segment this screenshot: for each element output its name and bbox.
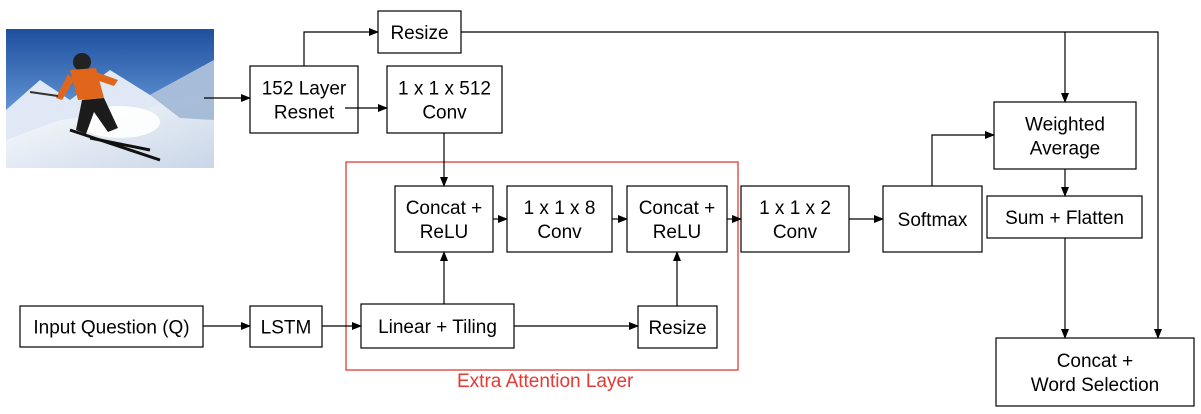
node-label-line: 1 x 1 x 8 (524, 198, 596, 219)
node-label-line: Conv (537, 222, 582, 243)
node-input-question: Input Question (Q) (19, 305, 204, 348)
edge-resnet-to-resize (303, 28, 379, 66)
node-label-line: LSTM (261, 318, 312, 339)
svg-text:Concat +Word Selection: Concat + Word Selection (1031, 351, 1160, 396)
node-label-line: Concat + (639, 198, 716, 219)
extra-attention-region (345, 161, 739, 371)
edge-softmax-to-weighted (931, 131, 995, 186)
node-label-line: Concat + (406, 198, 483, 219)
node-label-line: Sum + Flatten (1005, 208, 1124, 229)
edge-resize-to-concat-word (1065, 31, 1162, 339)
node-concat-relu-2: Concat + ReLU (626, 185, 728, 253)
node-conv2: 1 x 1 x 2 Conv (740, 185, 850, 253)
node-label-line: Average (1030, 139, 1100, 160)
svg-text:LSTM: LSTM (261, 318, 312, 339)
node-lstm: LSTM (249, 305, 323, 348)
node-label-line: 1 x 1 x 512 (398, 79, 491, 100)
svg-text:Softmax: Softmax (898, 210, 968, 231)
node-label-line: 152 Layer (262, 79, 347, 100)
svg-text:Resize: Resize (390, 23, 448, 44)
node-label-line: 1 x 1 x 2 (759, 198, 831, 219)
node-label-line: Resize (390, 23, 448, 44)
node-label-line: ReLU (653, 222, 702, 243)
node-label-line: Concat + (1057, 351, 1134, 372)
node-concat-relu-1: Concat + ReLU (394, 185, 494, 253)
node-label-line: Softmax (898, 210, 968, 231)
node-resize-top: Resize (377, 10, 462, 54)
node-concat-word-selection: Concat + Word Selection (995, 337, 1195, 407)
node-resize-bottom: Resize (637, 305, 718, 349)
node-label-line: Input Question (Q) (33, 318, 189, 339)
node-linear-tiling: Linear + Tiling (360, 303, 515, 349)
node-label-line: Linear + Tiling (378, 317, 497, 338)
node-softmax: Softmax (882, 185, 983, 253)
svg-text:Sum + Flatten: Sum + Flatten (1005, 208, 1124, 229)
node-conv8: 1 x 1 x 8 Conv (506, 185, 613, 253)
node-label-line: Word Selection (1031, 375, 1160, 396)
svg-text:Linear + Tiling: Linear + Tiling (378, 317, 497, 338)
skier-photo-icon (6, 29, 214, 168)
svg-text:Concat +ReLU: Concat + ReLU (406, 198, 483, 243)
node-label-line: Conv (422, 103, 467, 124)
svg-text:Concat +ReLU: Concat + ReLU (639, 198, 716, 243)
node-sum-flatten: Sum + Flatten (986, 195, 1143, 239)
edges (203, 28, 1162, 339)
svg-text:Resize: Resize (648, 318, 706, 339)
extra-attention-label: Extra Attention Layer (457, 371, 634, 392)
node-label-line: Conv (773, 222, 818, 243)
svg-text:Input Question (Q): Input Question (Q) (33, 318, 189, 339)
node-label-line: Resnet (274, 103, 335, 124)
node-label-line: Weighted (1025, 115, 1105, 136)
node-label-line: Resize (648, 318, 706, 339)
node-label-line: ReLU (420, 222, 469, 243)
